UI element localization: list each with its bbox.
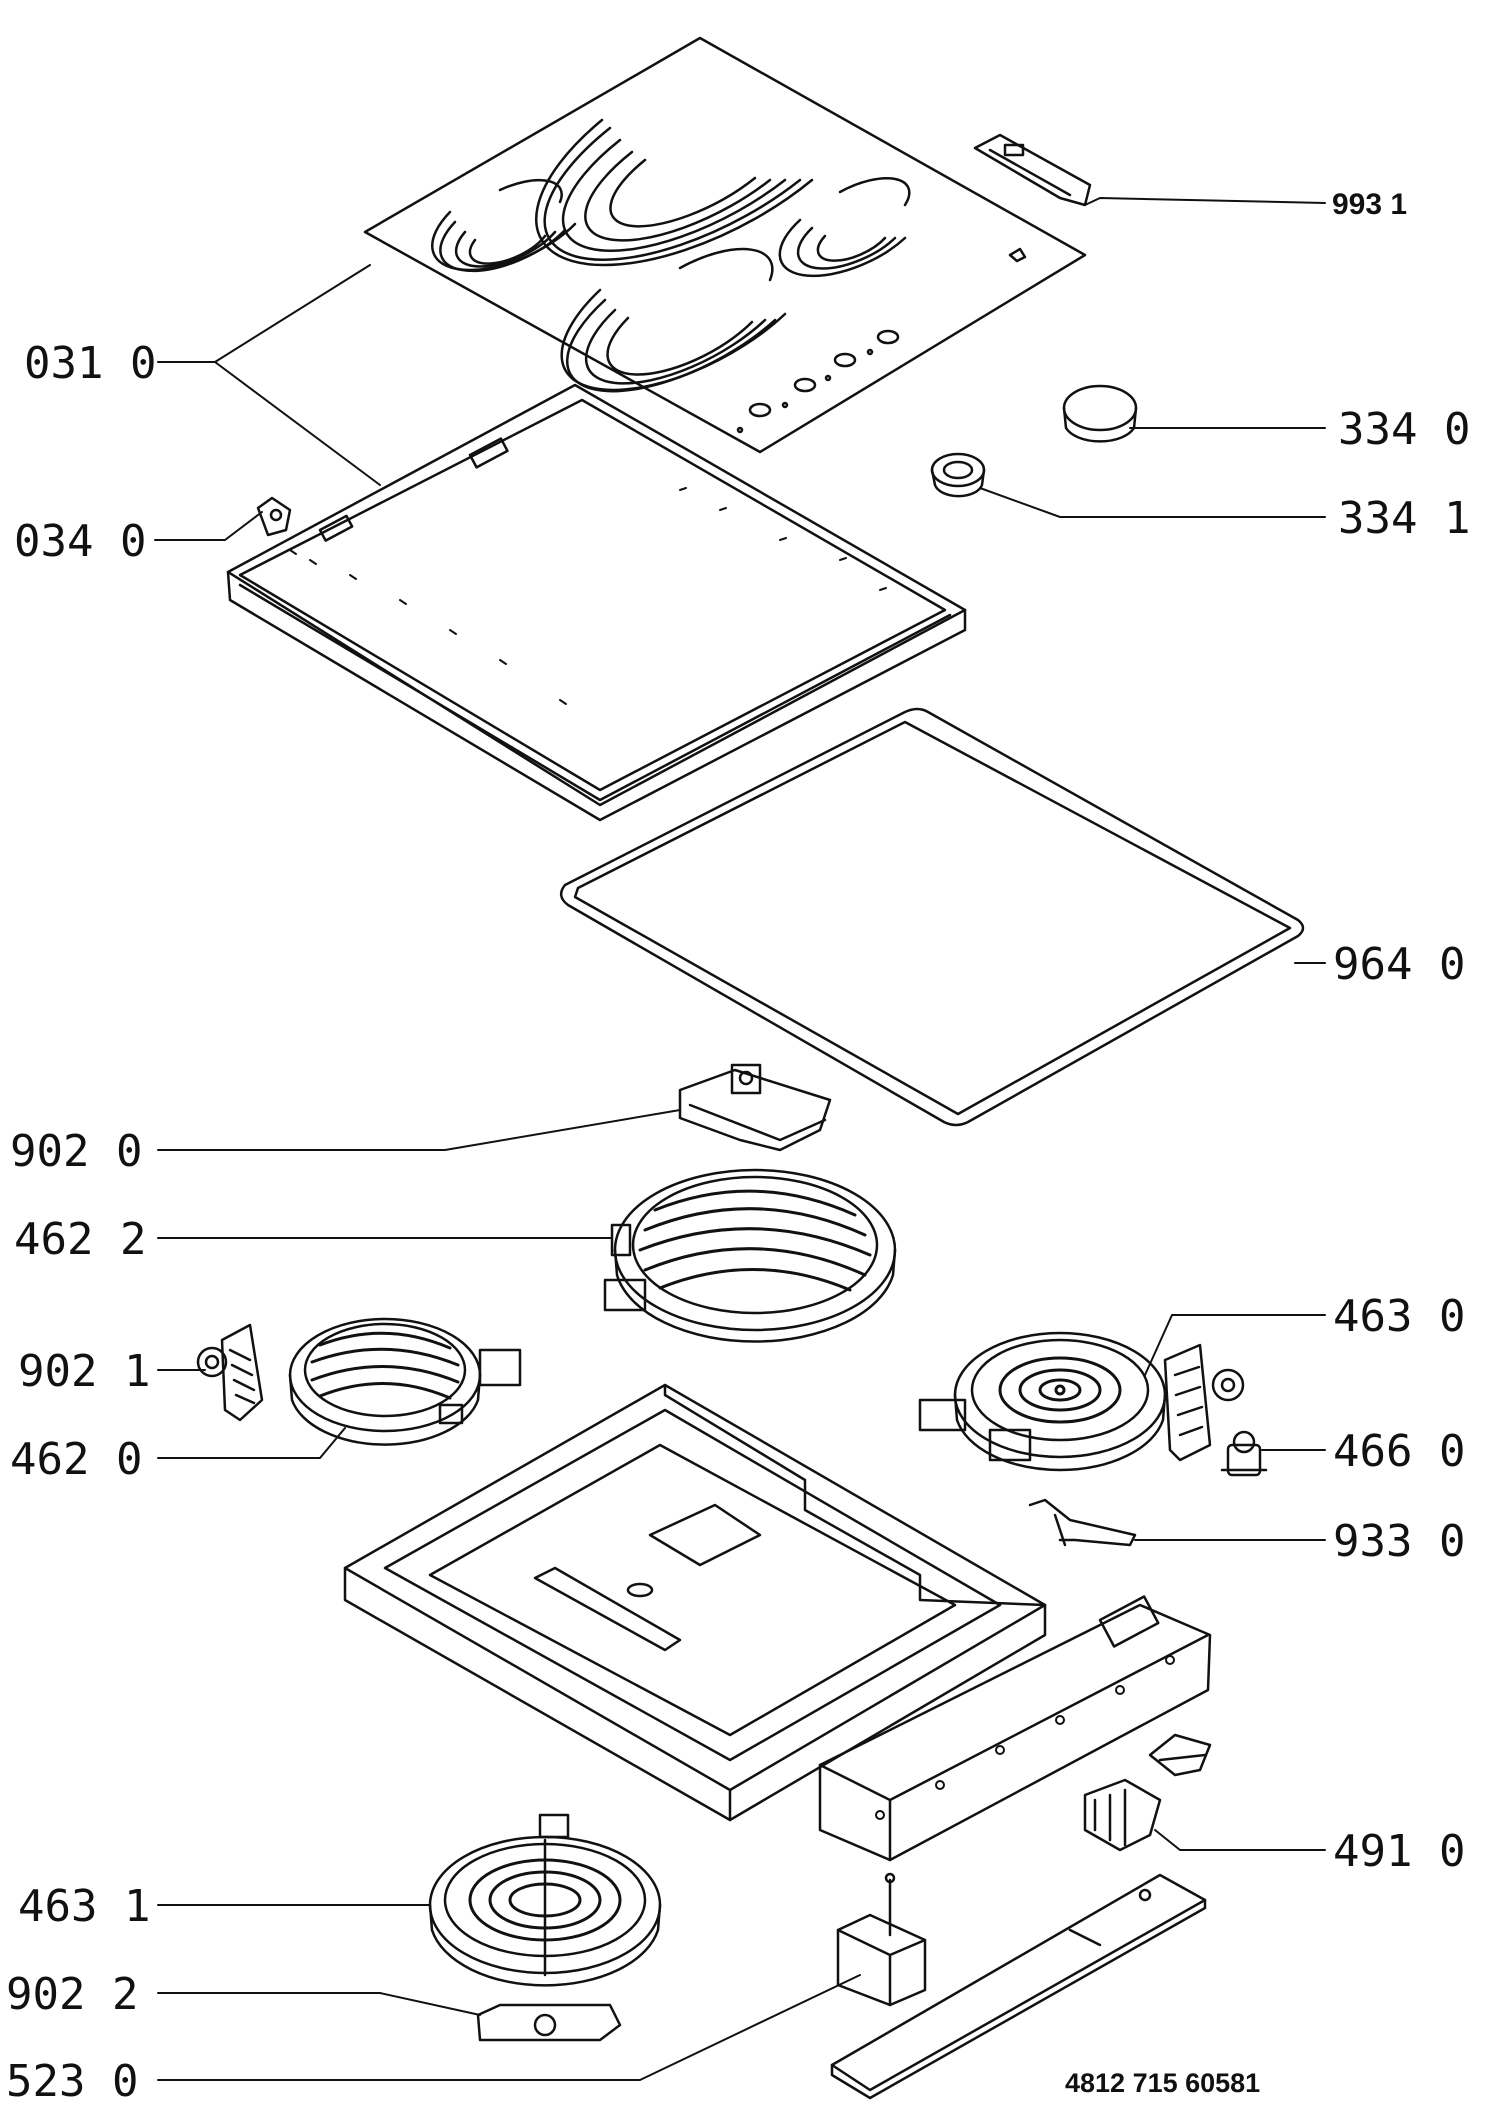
part-label-466-0: 466 0 [1333, 1426, 1466, 1477]
part-label-031-0: 031 0 [24, 338, 157, 389]
switch-part [1148, 1733, 1212, 1777]
switch-523 [836, 1872, 927, 2007]
radiant-heater-small-left [288, 1317, 522, 1446]
glass-seal-gasket [559, 707, 1305, 1127]
part-label-902-0: 902 0 [10, 1126, 143, 1177]
bottom-housing-tray [343, 1383, 1047, 1822]
leader-lines [154, 197, 1326, 2081]
part-label-993-1: 993 1 [1332, 188, 1408, 221]
control-rail [818, 1595, 1212, 1862]
radiant-heater-small-right [918, 1331, 1167, 1472]
part-label-462-2: 462 2 [14, 1214, 147, 1265]
glass-cooktop-plate [363, 36, 1087, 454]
bracket-part-902-1 [196, 1323, 264, 1422]
cooking-zone-small-left [431, 178, 577, 273]
part-label-034-0: 034 0 [14, 516, 147, 567]
control-knob-base [930, 452, 986, 498]
temperature-limiter-933 [1028, 1498, 1137, 1547]
part-label-902-2: 902 2 [6, 1969, 139, 2020]
part-label-523-0: 523 0 [6, 2056, 139, 2107]
cover-strip [830, 1873, 1207, 2100]
part-label-964-0: 964 0 [1333, 939, 1466, 990]
bracket-part-902-0 [678, 1063, 832, 1152]
cooking-zone-large-rear [534, 118, 814, 267]
cooking-zone-small-right [778, 177, 911, 278]
part-label-902-1: 902 1 [18, 1346, 151, 1397]
bracket-part-902-2 [476, 2003, 622, 2042]
terminal-block-491 [1083, 1778, 1162, 1852]
radiant-heater-large [603, 1168, 897, 1343]
radiant-heater-bottom [428, 1813, 662, 1987]
energy-regulator-466 [1220, 1430, 1268, 1477]
bracket-part-993 [973, 133, 1092, 207]
part-label-334-0: 334 0 [1338, 404, 1471, 455]
control-knob-holes [736, 329, 900, 434]
bracket-part-right [1163, 1343, 1245, 1462]
control-knob-cap [1062, 384, 1138, 443]
part-label-463-1: 463 1 [18, 1881, 151, 1932]
part-label-933-0: 933 0 [1333, 1516, 1466, 1567]
part-label-334-1: 334 1 [1338, 493, 1471, 544]
clip-part-034 [256, 496, 292, 537]
cooking-zone-medium-front [560, 247, 787, 393]
brand-mark [1008, 247, 1027, 263]
cooktop-frame [226, 383, 967, 822]
part-label-462-0: 462 0 [10, 1434, 143, 1485]
part-label-463-0: 463 0 [1333, 1291, 1466, 1342]
document-number: 4812 715 60581 [1065, 2068, 1261, 2098]
part-label-491-0: 491 0 [1333, 1826, 1466, 1877]
